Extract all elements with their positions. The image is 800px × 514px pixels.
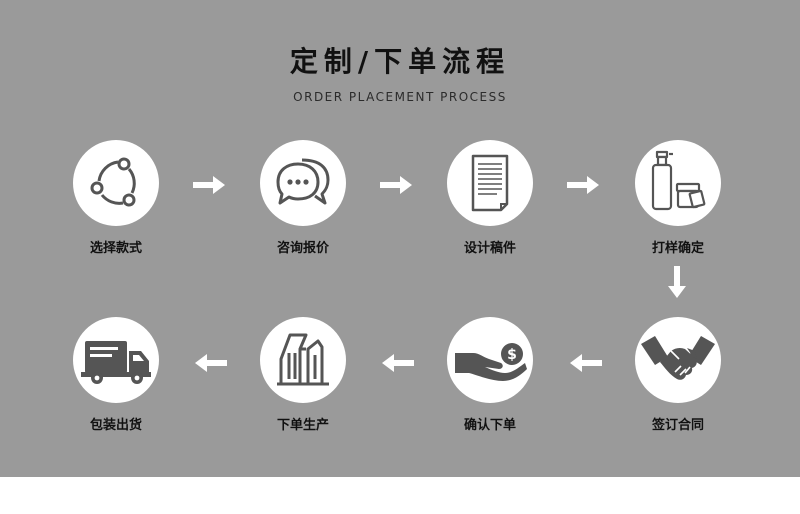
step-label: 咨询报价 (276, 241, 329, 256)
arrow-right-icon (193, 176, 225, 194)
cosmetic-bottles-icon (651, 150, 706, 211)
step-circle (260, 317, 346, 403)
step-sample-confirm: 打样确定 (618, 140, 738, 256)
step-label: 包装出货 (89, 418, 142, 433)
step-label: 签订合同 (651, 418, 704, 433)
step-label: 下单生产 (276, 418, 329, 433)
arrow-right-icon (567, 176, 599, 194)
step-circle: $ (447, 317, 533, 403)
step-label: 选择款式 (89, 241, 142, 256)
step-production: 下单生产 (243, 317, 363, 433)
arrow-right-icon (380, 176, 412, 194)
handshake-icon (641, 336, 715, 380)
step-circle (73, 317, 159, 403)
arrow-left-icon (570, 354, 602, 372)
document-icon (471, 154, 509, 212)
hand-coin-icon: $ (455, 343, 527, 381)
step-circle (447, 140, 533, 226)
process-panel: 定制/下单流程 ORDER PLACEMENT PROCESS 选择款式 (0, 0, 800, 477)
page-subtitle: ORDER PLACEMENT PROCESS (293, 90, 507, 104)
step-label: 打样确定 (651, 241, 704, 256)
chat-bubbles-icon (276, 158, 330, 205)
truck-icon (81, 341, 151, 384)
arrow-left-icon (382, 354, 414, 372)
step-confirm-order: $ 确认下单 (430, 317, 550, 433)
step-circle (635, 317, 721, 403)
step-circle (635, 140, 721, 226)
svg-text:$: $ (507, 347, 517, 363)
step-design-draft: 设计稿件 (430, 140, 550, 256)
step-sign-contract: 签订合同 (618, 317, 738, 433)
arrow-down-icon (668, 266, 686, 298)
factory-icon (277, 333, 329, 386)
step-circle (260, 140, 346, 226)
arrow-left-icon (195, 354, 227, 372)
step-circle (73, 140, 159, 226)
step-packaging-shipping: 包装出货 (56, 317, 176, 433)
step-label: 设计稿件 (463, 241, 516, 256)
step-label: 确认下单 (463, 418, 516, 433)
cycle-icon (90, 157, 136, 207)
page-title: 定制/下单流程 (289, 45, 511, 78)
step-select-style: 选择款式 (56, 140, 176, 256)
step-consult-quote: 咨询报价 (243, 140, 363, 256)
